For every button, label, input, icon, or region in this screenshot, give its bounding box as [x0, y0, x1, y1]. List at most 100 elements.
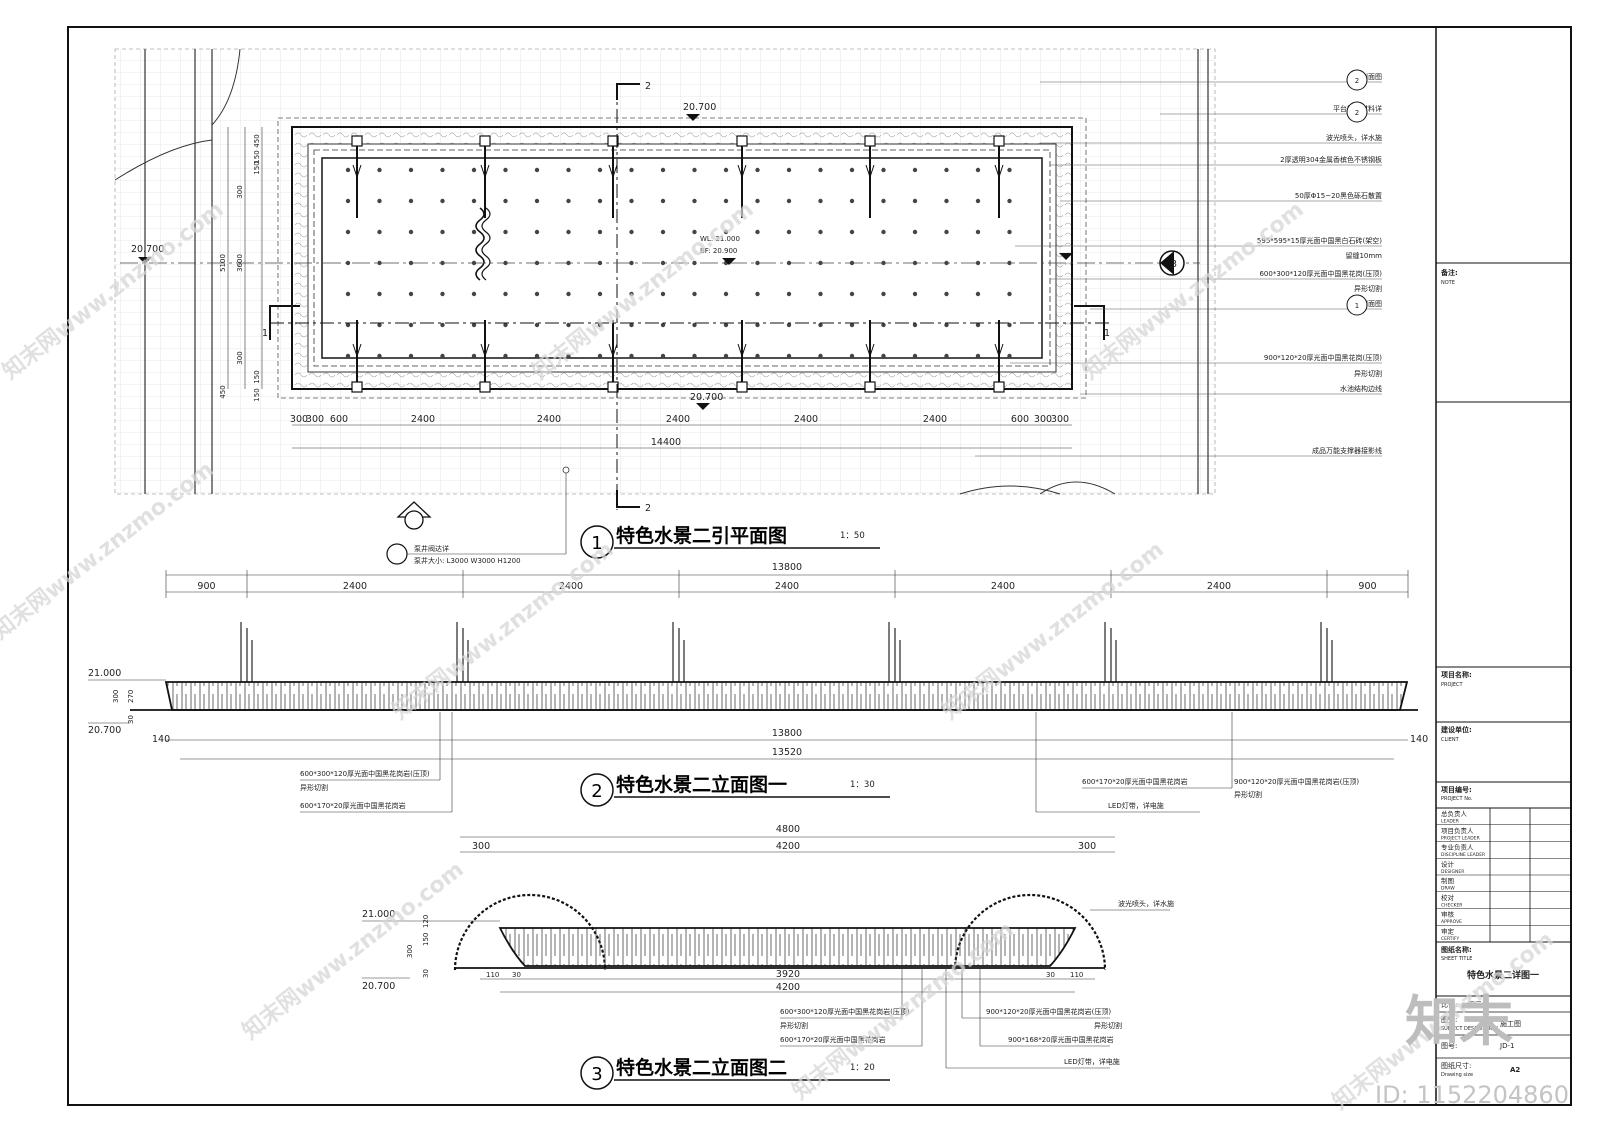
paper-size-label-en: Drawing size — [1441, 1072, 1473, 1078]
support-pedestal — [408, 167, 414, 173]
vertical-dim: 150 — [253, 388, 261, 401]
elevation-label: 21.000 — [362, 909, 395, 920]
spray-nozzle-box — [736, 135, 748, 147]
support-pedestal — [566, 229, 571, 235]
support-pedestal — [849, 198, 855, 204]
role-label-en: DRAW — [1441, 886, 1455, 892]
vertical-dim: 450 — [253, 134, 261, 147]
plan-title: 特色水景二引平面图 — [616, 524, 787, 547]
material-note: 900*120*20厚光面中国黑花岗岩(压顶) — [1234, 777, 1359, 786]
section-label: 2 — [645, 81, 651, 92]
material-note: LED灯带，详电施 — [1064, 1057, 1120, 1066]
spray-nozzle-head — [865, 343, 875, 358]
support-pedestal — [566, 322, 571, 328]
support-pedestal — [503, 167, 508, 173]
support-pedestal — [912, 322, 918, 328]
material-note: 600*170*20厚光面中国黑花岗岩 — [780, 1035, 886, 1044]
pool-support-grid — [345, 167, 1012, 359]
role-label: 专业负责人 — [1441, 843, 1474, 852]
support-pedestal — [377, 322, 382, 328]
support-pedestal — [818, 353, 823, 359]
water-level-label: WL: 21.000 — [700, 235, 740, 243]
note-label: 备注: — [1440, 268, 1458, 277]
plan-material-note: 成品万能支撑器接影线 — [1312, 446, 1382, 455]
dimension-value: 300 — [290, 414, 308, 425]
elevation-label: 20.700 — [683, 102, 716, 113]
spray-nozzle-box — [864, 135, 876, 147]
support-pedestal — [566, 291, 571, 297]
spray-pole-group — [240, 622, 1333, 682]
support-pedestal — [1007, 198, 1012, 204]
dimension-value: 140 — [152, 734, 170, 745]
support-pedestal — [597, 322, 603, 328]
role-label-en: DESIGNER — [1441, 869, 1464, 875]
section-mark-2-top — [616, 83, 640, 100]
material-note: 900*168*20厚光面中国黑花岗岩 — [1008, 1035, 1114, 1044]
dimension-value: 2400 — [343, 581, 367, 592]
pool-inner-rim — [307, 143, 1057, 373]
spray-nozzle-head — [480, 164, 490, 179]
support-pedestal — [849, 291, 855, 297]
dimension-total: 14400 — [651, 437, 681, 448]
support-pedestal — [503, 291, 508, 297]
support-pedestal — [377, 167, 382, 173]
support-pedestal — [818, 167, 823, 173]
dimension-value: 30 — [512, 971, 521, 979]
support-pedestal — [440, 322, 445, 328]
support-pedestal — [755, 198, 760, 204]
support-pedestal — [503, 198, 508, 204]
dimension-value: 110 — [1070, 971, 1083, 979]
pump-size: 泵井大小: L3000 W3000 H1200 — [414, 556, 521, 565]
spray-nozzle-box — [607, 135, 619, 147]
spray-nozzle-box — [351, 135, 363, 147]
dimension-value: 2400 — [666, 414, 690, 425]
spray-nozzle-head — [737, 164, 747, 179]
support-pedestal — [786, 322, 792, 328]
section-mark-1-left — [269, 305, 300, 340]
dimension-value: 2400 — [559, 581, 583, 592]
support-pedestal — [755, 260, 760, 266]
project-label: 项目名称: — [1441, 670, 1472, 679]
client-label-en: CLIENT — [1441, 737, 1460, 743]
plan-scale: 1：50 — [840, 531, 865, 541]
support-pedestal — [660, 167, 666, 173]
support-pedestal — [755, 291, 760, 297]
role-label: 设计 — [1441, 859, 1455, 868]
support-pedestal — [534, 322, 540, 328]
support-pedestal — [1007, 229, 1012, 235]
wave-symbol — [481, 207, 491, 281]
support-pedestal — [660, 353, 666, 359]
support-pedestal — [345, 198, 351, 204]
vertical-dim: 5100 — [219, 254, 227, 272]
support-pedestal — [818, 291, 823, 297]
support-pedestal — [471, 291, 477, 297]
support-pedestal — [944, 353, 949, 359]
support-pedestal — [566, 167, 571, 173]
elevation-label: 20.700 — [131, 244, 164, 255]
support-pedestal — [660, 229, 666, 235]
support-pedestal — [597, 229, 603, 235]
support-pedestal — [377, 291, 382, 297]
support-pedestal — [503, 229, 508, 235]
role-label: 校对 — [1441, 893, 1455, 902]
subject-label: 图别: — [1441, 1015, 1457, 1024]
support-pedestal — [881, 229, 886, 235]
dimension-total: 4800 — [776, 824, 800, 835]
support-pedestal — [723, 291, 729, 297]
section-label: 1 — [1104, 328, 1110, 339]
support-pedestal — [629, 291, 634, 297]
plan-material-note: 水池结构边线 — [1340, 384, 1382, 393]
support-pedestal — [345, 291, 351, 297]
material-note: 异形切割 — [780, 1021, 808, 1030]
detail-index-number: 1 — [1355, 302, 1359, 310]
support-pedestal — [1007, 260, 1012, 266]
support-pedestal — [755, 353, 760, 359]
support-pedestal — [786, 167, 792, 173]
support-pedestal — [944, 291, 949, 297]
plan-material-note: 600*300*120厚光面中国黑花岗(压顶) — [1259, 269, 1382, 278]
elevation-triangle — [722, 258, 736, 265]
spray-note: 波光喷头，详水施 — [1118, 899, 1174, 908]
role-label-en: DISCIPLINE LEADER — [1441, 852, 1485, 858]
